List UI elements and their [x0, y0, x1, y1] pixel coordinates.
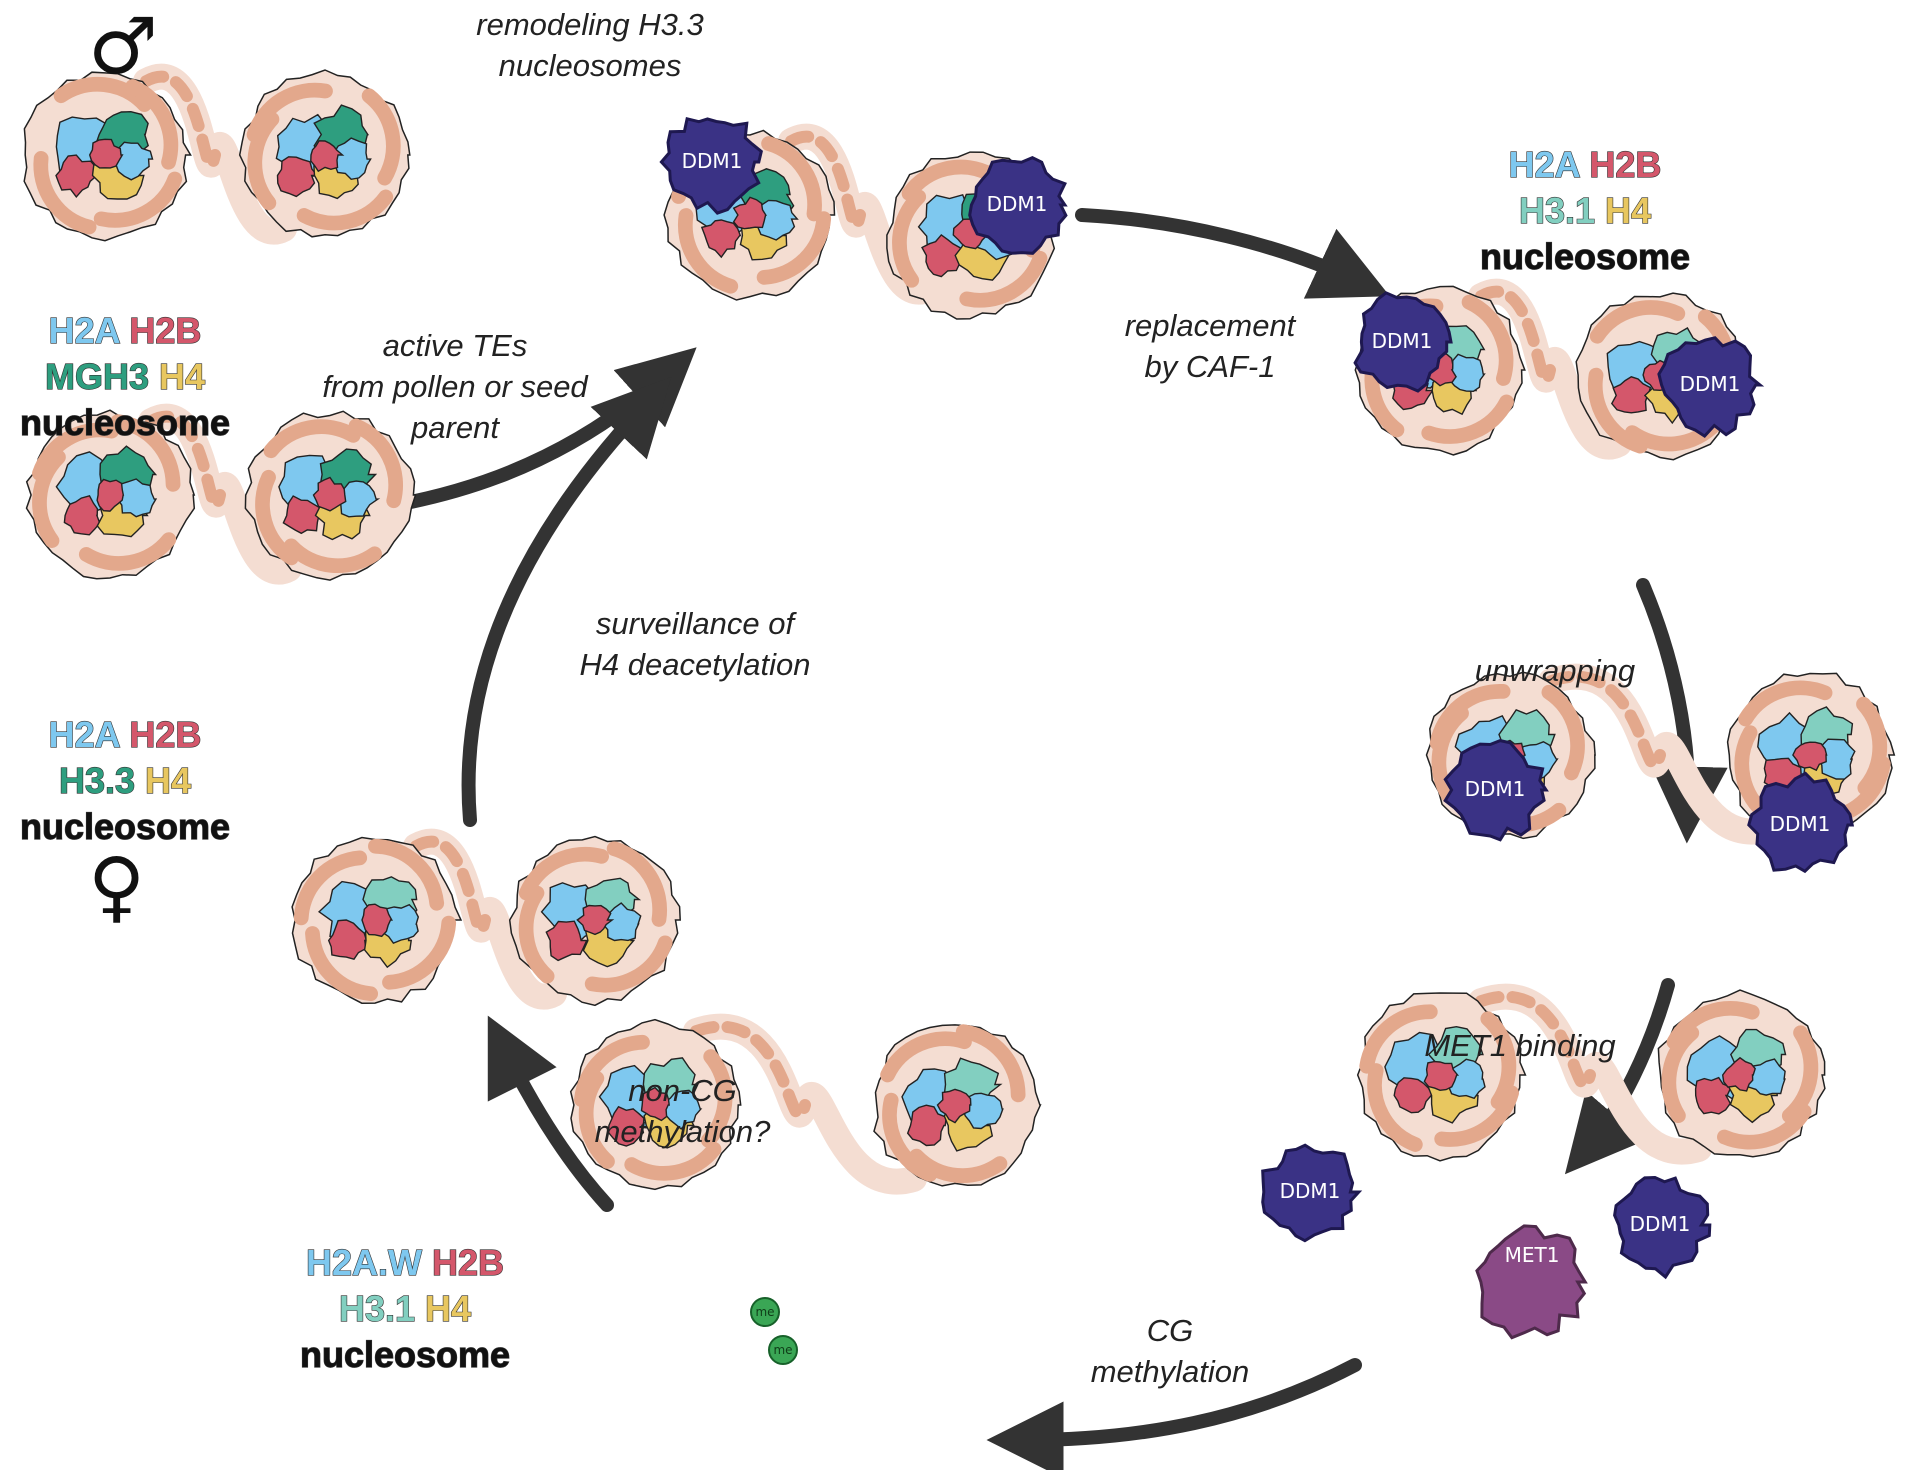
ddm1-label: DDM1 — [1630, 1212, 1691, 1236]
female-dinucleosome — [25, 403, 417, 585]
svg-text:me: me — [755, 1305, 774, 1319]
ddm1-h31-left: DDM1 — [1353, 291, 1453, 393]
met1-protein: MET1 — [1475, 1224, 1588, 1340]
methyl-mark: me — [750, 1297, 780, 1327]
male-nucleosome-label: H2A H2B MGH3 H4 nucleosome — [19, 309, 231, 443]
unwrapping-label: unwrapping — [1474, 653, 1636, 688]
ddm1-label: DDM1 — [1280, 1179, 1341, 1203]
ddm1-unwrap-left: DDM1 — [1443, 739, 1549, 842]
male-symbol-icon: ♂ — [88, 2, 158, 92]
h31-nucleosome-label: H2A H2B H3.1 H4 nucleosome — [1479, 143, 1691, 277]
ddm1-label: DDM1 — [1680, 372, 1741, 396]
ddm1-h31-right: DDM1 — [1657, 336, 1765, 439]
arrow-replacement — [1075, 208, 1390, 299]
ddm1-label: DDM1 — [1372, 329, 1433, 353]
met1-bound-dinucleosome — [1356, 983, 1826, 1165]
arrow-surveillance — [461, 376, 672, 827]
ddm1-remodeling-right: DDM1 — [968, 155, 1068, 255]
arrow-cg-methylation — [986, 1358, 1362, 1470]
methyl-mark: me — [768, 1335, 798, 1365]
post-methylation-dinucleosome — [291, 828, 681, 1010]
ddm1-met1-right: DDM1 — [1613, 1175, 1712, 1280]
met1-binding-label: MET1 binding — [1424, 1028, 1616, 1063]
ddm1-met1-left: DDM1 — [1261, 1143, 1363, 1243]
svg-text:me: me — [773, 1343, 792, 1357]
nucleosomes — [23, 63, 1896, 1195]
female-nucleosome-label: H2A H2B H3.3 H4 nucleosome — [19, 713, 231, 847]
met1-label: MET1 — [1505, 1243, 1560, 1267]
ddm1-label: DDM1 — [1465, 777, 1526, 801]
arrow-non-cg — [487, 1015, 614, 1212]
methylated-dinucleosome — [569, 1013, 1042, 1195]
ddm1-remodeling-left: DDM1 — [659, 116, 763, 215]
h2aw-nucleosome-label: H2A.W H2B H3.1 H4 nucleosome — [299, 1241, 511, 1375]
female-symbol-icon: ♀ — [88, 842, 146, 932]
male-dinucleosome — [23, 63, 411, 245]
cycle-arrows — [313, 208, 1728, 1470]
ddm1-label: DDM1 — [1770, 812, 1831, 836]
ddm1-unwrap-right: DDM1 — [1747, 771, 1855, 874]
arrow-met1-binding — [1564, 978, 1675, 1175]
ddm1-label: DDM1 — [682, 149, 743, 173]
ddm1-label: DDM1 — [987, 192, 1048, 216]
